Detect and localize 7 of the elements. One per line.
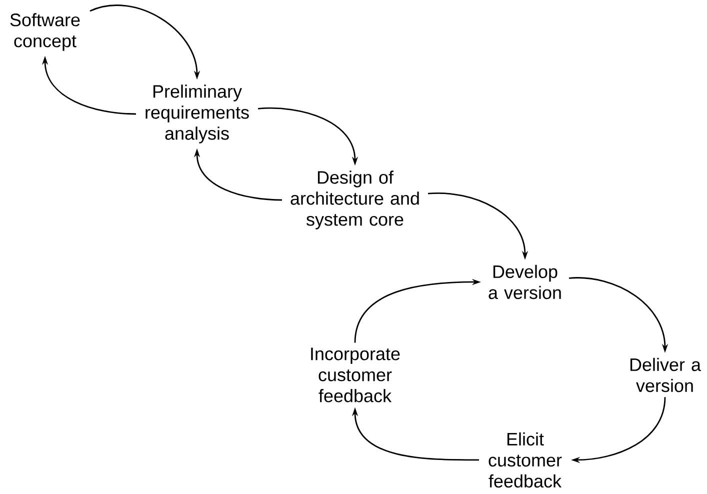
- step-label: Elicit customer feedback: [488, 432, 562, 488]
- step-label: Incorporate customer feedback: [311, 348, 400, 402]
- step-label: Design of architecture and system core: [290, 170, 419, 230]
- step-label: Preliminary requirements analysis: [146, 84, 249, 144]
- step-label: Develop a version: [488, 264, 561, 300]
- step-label: Deliver a version: [630, 358, 701, 392]
- step-label: Software concept: [10, 13, 80, 51]
